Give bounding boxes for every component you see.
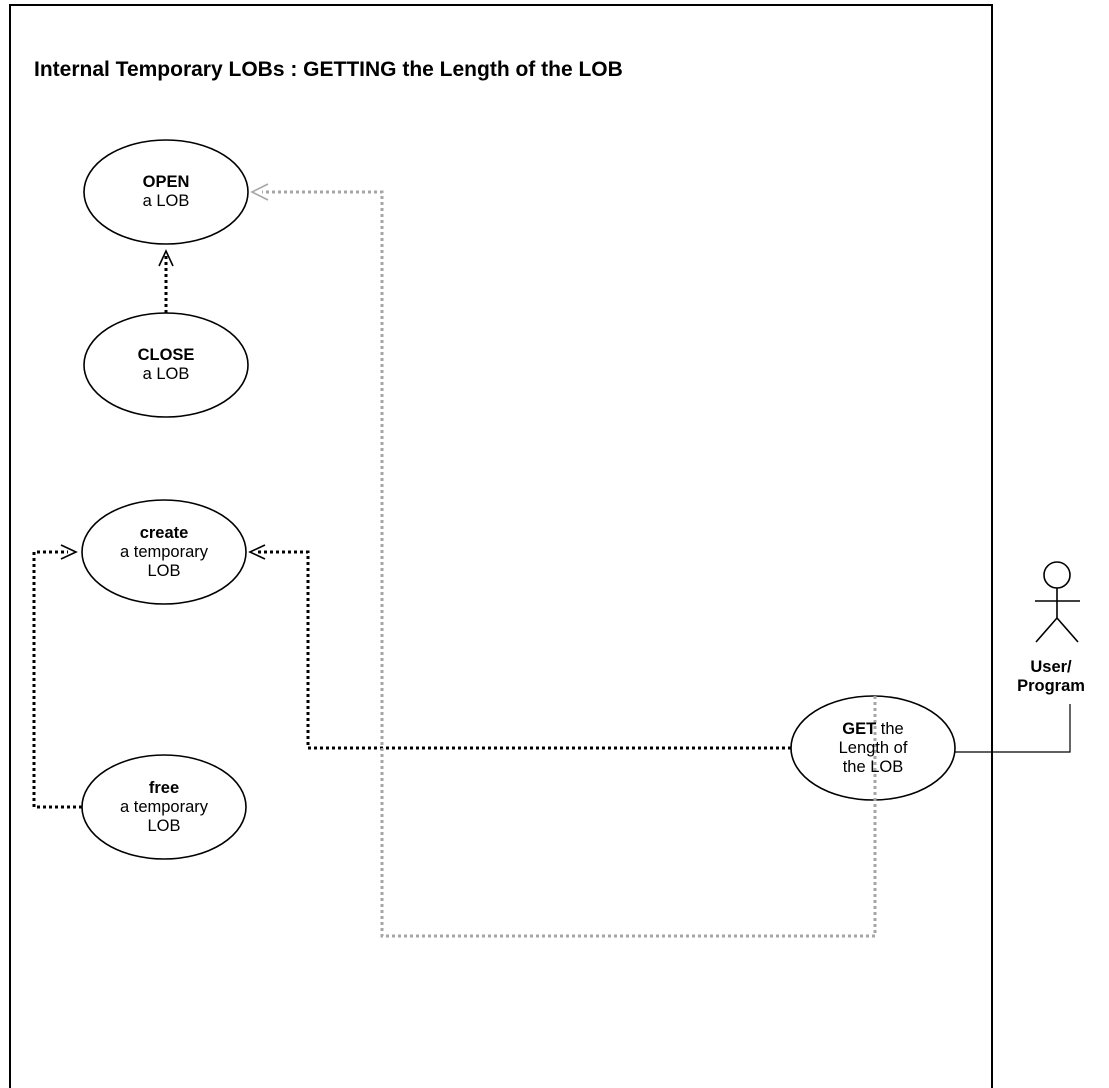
free-temp-lob-keyword: free <box>148 779 180 797</box>
close-lob-keyword: CLOSE <box>137 346 195 364</box>
get-length-keyword: GET <box>842 720 877 738</box>
get-length-line3: the LOB <box>842 758 904 776</box>
open-lob-usecase: OPEN a LOB <box>86 173 246 211</box>
get-to-create-dependency <box>258 550 791 750</box>
close-to-open-arrowhead <box>158 249 174 267</box>
create-temp-lob-usecase: create a temporary LOB <box>84 524 244 581</box>
get-to-open-dependency <box>262 190 877 938</box>
get-to-create-arrowhead <box>248 544 266 560</box>
get-length-line2: Length of <box>838 739 908 757</box>
close-lob-text: a LOB <box>142 365 190 383</box>
free-to-create-dependency <box>32 550 82 809</box>
open-lob-keyword: OPEN <box>142 173 190 191</box>
actor-to-get-association <box>955 704 1071 753</box>
get-to-open-arrowhead <box>250 183 269 201</box>
actor-label-line1: User/ <box>1030 658 1072 676</box>
user-program-actor-icon <box>1035 561 1080 643</box>
create-temp-lob-ellipse <box>81 499 247 605</box>
open-lob-ellipse <box>83 139 249 245</box>
get-length-usecase: GET the Length of the LOB <box>793 720 953 777</box>
open-lob-text: a LOB <box>142 192 190 210</box>
free-temp-lob-line2: a temporary <box>119 798 209 816</box>
create-temp-lob-line3: LOB <box>147 562 181 580</box>
close-lob-usecase: CLOSE a LOB <box>86 346 246 384</box>
actor-label: User/ Program <box>1008 658 1094 696</box>
diagram-title: Internal Temporary LOBs : GETTING the Le… <box>34 58 623 81</box>
get-length-line1-rest: the <box>876 720 904 738</box>
system-boundary <box>9 4 993 1088</box>
create-temp-lob-keyword: create <box>139 524 189 542</box>
free-temp-lob-usecase: free a temporary LOB <box>84 779 244 836</box>
free-to-create-arrowhead <box>60 544 78 560</box>
create-temp-lob-line2: a temporary <box>119 543 209 561</box>
free-temp-lob-line3: LOB <box>147 817 181 835</box>
actor-label-line2: Program <box>1017 677 1085 695</box>
